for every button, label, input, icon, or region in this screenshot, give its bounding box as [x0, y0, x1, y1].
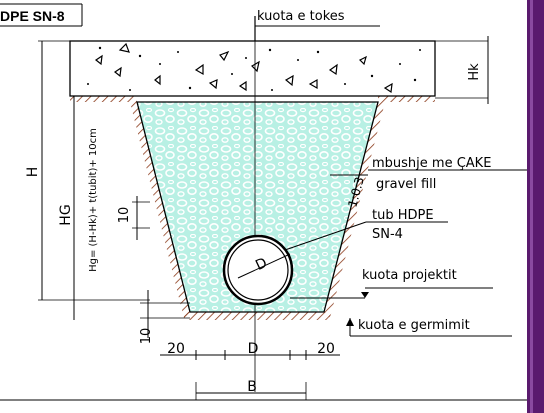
hg-label: HG	[58, 204, 74, 225]
pavement-layer	[69, 40, 436, 97]
project-level-arrow	[361, 292, 369, 298]
h-label: H	[25, 167, 41, 178]
pipe-inner	[227, 239, 289, 301]
side-right-label: 20	[317, 341, 335, 357]
pipe-diameter-line	[237, 253, 291, 279]
gravel-fill	[136, 101, 379, 313]
side-left-label: 20	[167, 341, 185, 357]
hk-label: Hk	[467, 63, 482, 81]
soil-hatch-wall-left	[130, 102, 190, 318]
pavement-dots	[87, 46, 421, 91]
road-level-label: kuota e tokes	[257, 9, 345, 24]
pipe-class-label: SN-4	[372, 227, 403, 242]
excavation-level-label: kuota e germimit	[358, 318, 470, 333]
drawing-title: DPE SN-8	[0, 8, 65, 24]
b-label: B	[247, 379, 257, 395]
cover-label: 10	[117, 207, 132, 224]
fill-material-label: mbushje me ÇAKE	[372, 156, 491, 171]
soil-hatch-left	[70, 96, 137, 102]
frame-border-right	[527, 0, 544, 413]
soil-hatch-right	[378, 96, 435, 102]
hg-formula: Hg= (H-Hk)+ t(tubit)+ 10cm	[88, 128, 99, 272]
frame-border-inner	[530, 0, 533, 413]
fill-material-en-label: gravel fill	[376, 177, 436, 192]
pavement-aggregate	[94, 42, 393, 94]
soil-hatch-bottom	[184, 312, 330, 320]
soil-hatch-wall-right	[324, 102, 385, 318]
pipe-type-label: tub HDPE	[372, 208, 434, 223]
project-level-label: kuota projektit	[362, 268, 457, 283]
excavation-arrow	[346, 318, 354, 326]
pipe-width-label: D	[248, 341, 259, 357]
pipe-leader-line	[284, 221, 367, 251]
bedding-label: 10	[139, 328, 154, 345]
